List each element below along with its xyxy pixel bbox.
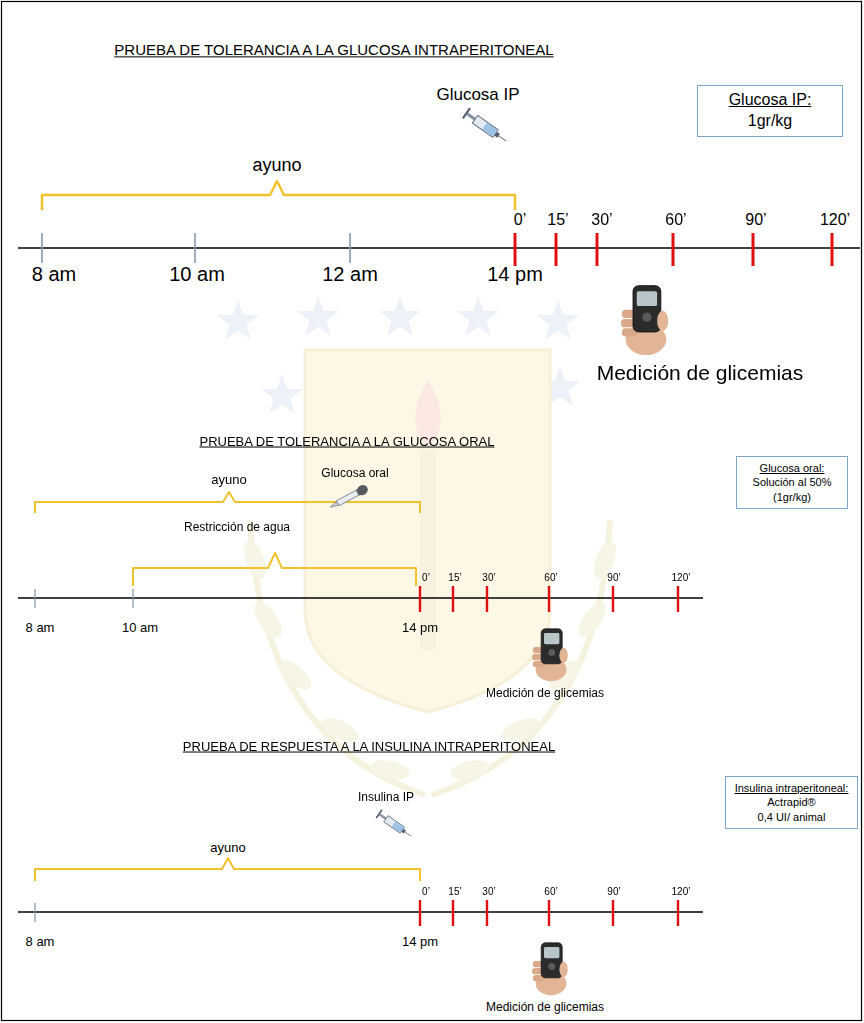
time-tick-wrap: 90’ xyxy=(607,572,620,584)
time-tick-wrap: 60’ xyxy=(544,886,557,898)
time-tick-wrap: 30’ xyxy=(482,572,495,584)
bracket-label-wrap: ayuno xyxy=(252,155,301,176)
time-tick: 60’ xyxy=(544,886,557,897)
box-heading: Glucosa IP: xyxy=(704,90,836,111)
clock-label: 12 am xyxy=(322,263,378,285)
time-tick: 15’ xyxy=(547,211,568,228)
box-heading: Glucosa oral: xyxy=(743,461,841,475)
time-tick: 0’ xyxy=(514,211,526,228)
clock-label: 10 am xyxy=(169,263,225,285)
time-tick-wrap: 60’ xyxy=(544,572,557,584)
clock-label-wrap: 8 am xyxy=(26,935,55,950)
section-title: PRUEBA DE TOLERANCIA A LA GLUCOSA ORAL xyxy=(199,434,494,449)
box-text: Actrapid® xyxy=(732,795,851,809)
measure-label: Medición de glicemias xyxy=(486,686,604,700)
time-tick: 0’ xyxy=(422,886,430,897)
measure-label-wrap: Medición de glicemias xyxy=(597,361,804,385)
time-tick: 0’ xyxy=(422,572,430,583)
box-text: Solución al 50% (1gr/kg) xyxy=(743,475,841,504)
time-tick-wrap: 60’ xyxy=(665,211,686,229)
event-label: Glucosa IP xyxy=(436,85,519,104)
measure-label-wrap: Medición de glicemias xyxy=(486,1001,604,1015)
clock-label-wrap: 14 pm xyxy=(402,935,438,950)
clock-label: 8 am xyxy=(26,934,55,949)
time-tick-wrap: 0’ xyxy=(422,572,430,584)
event-label: Glucosa oral xyxy=(321,466,388,480)
time-tick: 90’ xyxy=(607,572,620,583)
timeline-oral-glucose xyxy=(18,483,703,681)
time-tick-wrap: 15’ xyxy=(547,211,568,229)
clock-label-wrap: 12 am xyxy=(322,263,378,286)
event-label: Insulina IP xyxy=(358,790,414,804)
diagram-title: PRUEBA DE TOLERANCIA A LA GLUCOSA INTRAP… xyxy=(114,41,553,58)
timeline-ip-glucose xyxy=(18,107,860,355)
time-tick: 30’ xyxy=(482,572,495,583)
section-title: PRUEBA DE RESPUESTA A LA INSULINA INTRAP… xyxy=(183,739,555,754)
time-tick-wrap: 90’ xyxy=(607,886,620,898)
time-tick: 60’ xyxy=(544,572,557,583)
box-text: 1gr/kg xyxy=(704,111,836,132)
time-tick: 60’ xyxy=(665,211,686,228)
clock-label-wrap: 8 am xyxy=(32,263,76,286)
time-tick-wrap: 0’ xyxy=(422,886,430,898)
watermark xyxy=(217,296,620,795)
info-box: Glucosa oral:Solución al 50% (1gr/kg) xyxy=(736,456,848,509)
timeline-ip-insulin xyxy=(18,809,703,995)
time-tick: 120’ xyxy=(672,572,691,583)
time-tick: 30’ xyxy=(482,886,495,897)
clock-label: 14 pm xyxy=(402,934,438,949)
clock-label-wrap: 14 pm xyxy=(402,621,438,636)
event-label-wrap: Glucosa oral xyxy=(321,467,388,481)
time-tick-wrap: 120’ xyxy=(672,572,691,584)
event-label-wrap: Insulina IP xyxy=(358,791,414,805)
time-tick: 30’ xyxy=(591,211,612,228)
measure-label: Medición de glicemias xyxy=(486,1000,604,1014)
clock-label: 14 pm xyxy=(487,263,543,285)
section-title-wrap: PRUEBA DE RESPUESTA A LA INSULINA INTRAP… xyxy=(183,740,555,755)
clock-label: 8 am xyxy=(26,620,55,635)
measure-label-wrap: Medición de glicemias xyxy=(486,687,604,701)
diagram-title-wrap: PRUEBA DE TOLERANCIA A LA GLUCOSA INTRAP… xyxy=(114,41,553,58)
bracket-label: ayuno xyxy=(252,155,301,175)
bracket-label-wrap: Restricción de agua xyxy=(184,521,290,535)
time-tick: 120’ xyxy=(820,211,850,228)
time-tick-wrap: 15’ xyxy=(448,572,461,584)
clock-label-wrap: 10 am xyxy=(169,263,225,286)
bracket-label-wrap: ayuno xyxy=(210,841,245,856)
clock-label: 14 pm xyxy=(402,620,438,635)
time-tick-wrap: 120’ xyxy=(672,886,691,898)
time-tick-wrap: 90’ xyxy=(745,211,766,229)
time-tick-wrap: 120’ xyxy=(820,211,850,229)
measure-label: Medición de glicemias xyxy=(597,361,804,384)
clock-label-wrap: 8 am xyxy=(26,621,55,636)
clock-label-wrap: 14 pm xyxy=(487,263,543,286)
time-tick: 15’ xyxy=(448,572,461,583)
bracket-label: Restricción de agua xyxy=(184,520,290,534)
event-label-wrap: Glucosa IP xyxy=(436,85,519,105)
section-title-wrap: PRUEBA DE TOLERANCIA A LA GLUCOSA ORAL xyxy=(199,435,494,450)
time-tick-wrap: 15’ xyxy=(448,886,461,898)
clock-label-wrap: 10 am xyxy=(122,621,158,636)
time-tick-wrap: 30’ xyxy=(482,886,495,898)
bracket-label-wrap: ayuno xyxy=(211,473,246,488)
box-heading: Insulina intraperitoneal: xyxy=(732,781,851,795)
time-tick-wrap: 30’ xyxy=(591,211,612,229)
time-tick: 90’ xyxy=(607,886,620,897)
clock-label: 8 am xyxy=(32,263,76,285)
time-tick-wrap: 0’ xyxy=(514,211,526,229)
box-text: 0,4 UI/ animal xyxy=(732,810,851,824)
time-tick: 15’ xyxy=(448,886,461,897)
clock-label: 10 am xyxy=(122,620,158,635)
bracket-label: ayuno xyxy=(211,472,246,487)
bracket-label: ayuno xyxy=(210,840,245,855)
time-tick: 120’ xyxy=(672,886,691,897)
info-box: Glucosa IP:1gr/kg xyxy=(697,85,843,137)
time-tick: 90’ xyxy=(745,211,766,228)
info-box: Insulina intraperitoneal:Actrapid®0,4 UI… xyxy=(725,776,858,829)
